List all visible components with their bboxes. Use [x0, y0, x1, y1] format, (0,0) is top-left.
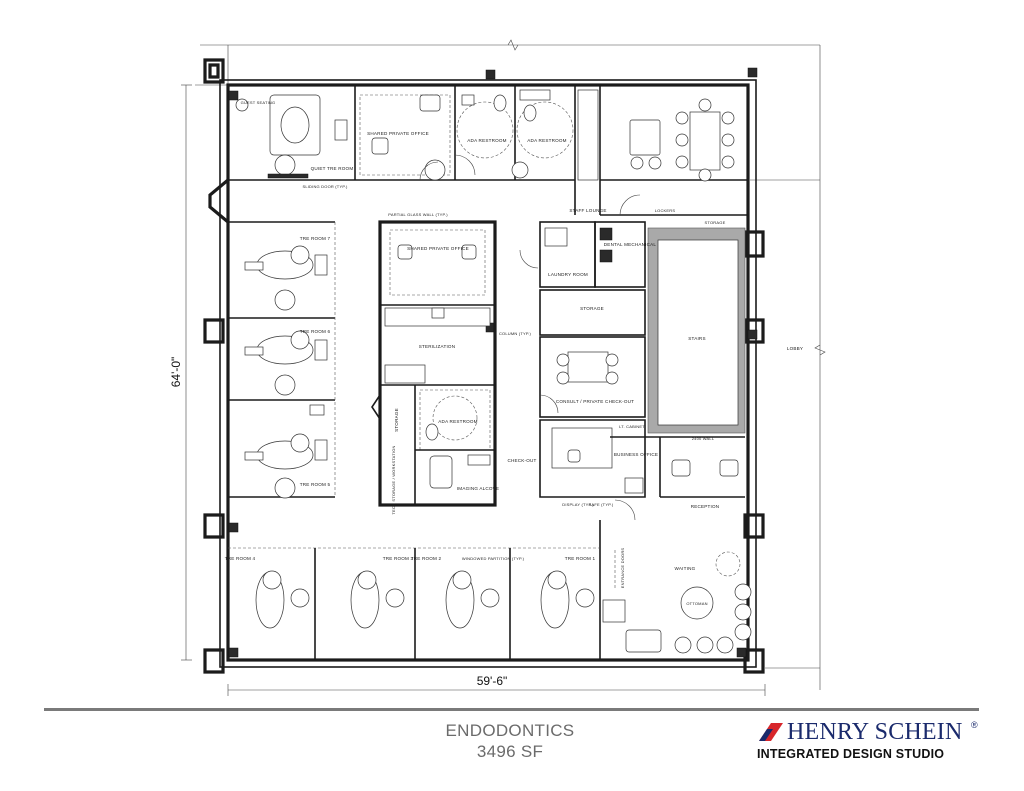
footer-divider [44, 708, 979, 711]
label-shared-office-center: SHARED PRIVATE OFFICE [407, 246, 469, 251]
label-entrance-doors: ENTRANCE DOORS [620, 548, 625, 589]
brand-subtitle: INTEGRATED DESIGN STUDIO [757, 747, 945, 761]
staff-lounge-furniture [577, 89, 735, 182]
label-tre-room-1: TRE ROOM 1 [565, 556, 596, 561]
label-tech-storage: TECH STORAGE / WORKSTATION [391, 445, 396, 514]
stairs [647, 227, 746, 434]
title-block: ENDODONTICS 3496 SF [380, 720, 640, 762]
label-safe: SAFE (TYP.) [589, 502, 614, 507]
label-display: DISPLAY (TYP.) [562, 502, 594, 507]
waiting-furniture [602, 550, 752, 654]
label-storage-left: STORAGE [394, 408, 399, 432]
label-storage-mid: STORAGE [580, 306, 604, 311]
brand-logo: HENRY SCHEIN ® INTEGRATED DESIGN STUDIO [757, 718, 987, 770]
label-consult-checkout: CONSULT / PRIVATE CHECK-OUT [556, 399, 634, 404]
central-block [371, 220, 497, 507]
column-markers [228, 67, 758, 658]
label-partial-glass-wall: PARTIAL GLASS WALL (TYP.) [388, 212, 448, 217]
dimension-lines [181, 84, 766, 696]
label-tre-room-6: TRE ROOM 6 [300, 329, 331, 334]
label-ada-restroom-1: ADA RESTROOM [467, 138, 506, 143]
brand-name: HENRY SCHEIN [787, 719, 963, 745]
quiet-room-furniture [235, 94, 348, 179]
label-storage-top: STORAGE [705, 220, 726, 225]
label-laundry-room: LAUNDRY ROOM [548, 272, 588, 277]
label-check-out: CHECK-OUT [507, 458, 536, 463]
label-glass-wall: 2400 WALL [692, 436, 715, 441]
label-windowed-partition: WINDOWED PARTITION (TYP.) [462, 556, 525, 561]
label-lt-cabinet: LT. CABINET [619, 424, 645, 429]
label-guest-seating: GUEST SEATING [241, 100, 276, 105]
label-dental-mechanical: DENTAL MECHANICAL [604, 242, 657, 247]
label-staff-lounge: STAFF LOUNGE [569, 208, 606, 213]
label-business-office: BUSINESS OFFICE [614, 452, 658, 457]
brand-registered-mark: ® [971, 720, 978, 730]
width-dimension: 59'-6" [477, 674, 508, 688]
reception-area [539, 419, 745, 660]
label-reception: RECEPTION [691, 504, 720, 509]
label-sterilization: STERILIZATION [419, 344, 455, 349]
left-tre-rooms [228, 221, 336, 499]
label-tre-room-7: TRE ROOM 7 [300, 236, 331, 241]
label-ada-restroom-2: ADA RESTROOM [527, 138, 566, 143]
label-stairs: STAIRS [688, 336, 705, 341]
top-office-furniture [371, 94, 446, 181]
bottom-tre-rooms [228, 547, 600, 660]
label-imaging-alcove: IMAGING ALCOVE [457, 486, 499, 491]
label-waiting: WAITING [675, 566, 696, 571]
label-ottoman: OTTOMAN [686, 601, 707, 606]
room-labels: GUEST SEATING QUIET TRE ROOM SLIDING DOO… [225, 100, 803, 606]
building-outline [195, 39, 826, 690]
label-tre-room-5: TRE ROOM 5 [300, 482, 331, 487]
label-quiet-tre-room: QUIET TRE ROOM [311, 166, 354, 171]
plan-area: 3496 SF [476, 742, 544, 761]
label-lockers: LOCKERS [655, 208, 676, 213]
exterior-walls [203, 58, 765, 674]
label-lobby: LOBBY [787, 346, 803, 351]
plan-title: ENDODONTICS [445, 721, 575, 740]
door-swings [419, 154, 641, 521]
label-tre-room-2: TRE ROOM 2 [411, 556, 442, 561]
label-ada-restroom-3: ADA RESTROOM [438, 419, 477, 424]
label-tre-room-4: TRE ROOM 4 [225, 556, 256, 561]
label-sliding-door: SLIDING DOOR (TYP.) [302, 184, 348, 189]
height-dimension: 64'-0" [169, 357, 183, 388]
label-shared-office-top: SHARED PRIVATE OFFICE [367, 131, 429, 136]
label-column: COLUMN (TYP.) [499, 331, 532, 336]
label-tre-room-3: TRE ROOM 3 [383, 556, 414, 561]
top-restroom-fixtures [456, 89, 574, 179]
right-center-rooms [539, 221, 646, 418]
brand-flag-icon [759, 723, 783, 741]
